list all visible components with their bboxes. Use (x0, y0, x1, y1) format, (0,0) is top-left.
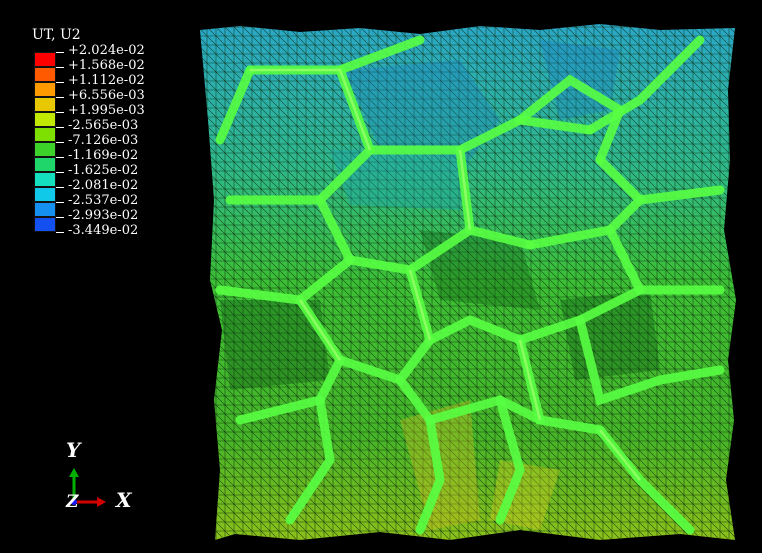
legend-tick-label: +6.556e-03 (68, 88, 145, 103)
legend-swatch (34, 52, 56, 67)
legend-tick-label: +1.568e-02 (68, 58, 145, 73)
legend-tick-mark (56, 142, 64, 143)
legend-tick-mark (56, 157, 64, 158)
triad-z-label: Z (66, 492, 79, 512)
legend-tick-label: -2.081e-02 (68, 178, 139, 193)
legend-tick-mark (56, 217, 64, 218)
legend-tick-label: -2.993e-02 (68, 208, 139, 223)
axis-triad-icon (69, 468, 106, 507)
legend-tick-label: -7.126e-03 (68, 133, 139, 148)
legend-tick-mark (56, 187, 64, 188)
legend-tick-label: -3.449e-02 (68, 223, 139, 238)
strut-highlights (250, 68, 641, 481)
legend-swatch (34, 127, 56, 142)
legend-swatch (34, 97, 56, 112)
legend-tick-mark (56, 172, 64, 173)
legend-swatch (34, 172, 56, 187)
legend-tick-mark (56, 52, 64, 53)
triad-y-label: Y (66, 438, 81, 462)
legend-tick-mark (56, 97, 64, 98)
legend-tick-label: -2.565e-03 (68, 118, 139, 133)
legend-tick-label: +2.024e-02 (68, 43, 145, 58)
legend-swatch (34, 217, 56, 232)
legend-swatch (34, 112, 56, 127)
legend-swatch (34, 67, 56, 82)
legend-tick-label: -1.169e-02 (68, 148, 139, 163)
legend-swatch (34, 187, 56, 202)
legend-title: UT, U2 (32, 27, 81, 43)
legend-tick-mark (56, 127, 64, 128)
legend-swatch (34, 202, 56, 217)
legend-tick-mark (56, 232, 64, 233)
legend-swatch (34, 157, 56, 172)
triad-x-label: X (116, 488, 132, 512)
legend-tick-label: +1.112e-02 (68, 73, 145, 88)
legend-tick-mark (56, 67, 64, 68)
legend-swatch (34, 142, 56, 157)
legend-tick-label: -2.537e-02 (68, 193, 139, 208)
legend-swatch (34, 82, 56, 97)
legend-tick-mark (56, 112, 64, 113)
legend-tick-mark (56, 82, 64, 83)
legend-tick-label: -1.625e-02 (68, 163, 139, 178)
legend-tick-label: +1.995e-03 (68, 103, 145, 118)
legend-tick-mark (56, 202, 64, 203)
